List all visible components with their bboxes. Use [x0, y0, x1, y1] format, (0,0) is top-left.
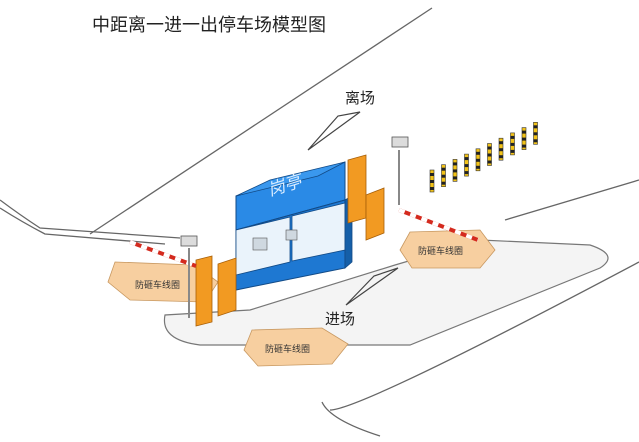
exit-barrier-cabinet — [365, 187, 385, 241]
booth-monitor-icon — [252, 237, 268, 251]
warning-post-stripe — [487, 146, 492, 150]
loop-bottom — [243, 327, 349, 367]
warning-post-stripe — [522, 137, 526, 141]
warning-post-stripe — [499, 155, 503, 159]
warning-post-stripe — [499, 148, 503, 152]
entry-ticket-machine — [217, 257, 237, 317]
warning-post-stripe — [476, 165, 480, 169]
warning-post-stripe — [487, 160, 492, 164]
exit-gate — [347, 136, 479, 242]
warning-post-stripe — [453, 162, 457, 166]
exit-arrow-icon — [307, 111, 361, 151]
warning-post-stripe — [533, 139, 538, 143]
warning-post-stripe — [464, 164, 469, 168]
exit-direction: 离场 — [307, 89, 375, 151]
warning-post-stripe — [510, 149, 515, 153]
warning-post-stripe — [430, 173, 434, 176]
warning-post-stripe — [510, 135, 515, 139]
exit-ticket-machine — [347, 154, 367, 224]
road-upper-boundary — [89, 7, 433, 235]
entry-barrier-cabinet — [195, 255, 213, 327]
warning-post-stripe — [453, 176, 457, 180]
exit-camera-icon — [391, 136, 409, 148]
exit-label: 离场 — [345, 89, 375, 107]
warning-post-stripe — [533, 125, 538, 129]
exit-warning-posts — [429, 122, 538, 193]
warning-post-stripe — [453, 169, 457, 173]
warning-post-stripe — [441, 181, 446, 185]
loop-left-label: 防砸车线圈 — [135, 279, 180, 291]
booth-roof-top — [235, 161, 346, 197]
warning-post-stripe — [464, 171, 469, 175]
road-edge-left-inner — [0, 207, 166, 245]
road-right-edge — [504, 179, 639, 221]
road-lower-curve — [321, 401, 381, 437]
warning-post-stripe — [499, 141, 503, 145]
entry-gate — [129, 235, 237, 327]
warning-post-stripe — [464, 157, 469, 161]
warning-post-stripe — [510, 142, 515, 146]
entry-arrow-icon — [345, 267, 399, 306]
loop-right-label: 防砸车线圈 — [418, 245, 463, 257]
entry-label: 进场 — [325, 310, 355, 328]
road-lower-boundary — [329, 261, 639, 411]
guard-booth: 岗亭 — [235, 161, 353, 291]
exit-barrier-stripes — [398, 208, 479, 242]
warning-post-stripe — [533, 132, 538, 136]
warning-post-stripe — [476, 158, 480, 162]
diagram-title: 中距离一进一出停车场模型图 — [92, 15, 326, 36]
warning-post-stripe — [476, 151, 480, 155]
warning-post-stripe — [430, 180, 434, 183]
warning-post-stripe — [441, 174, 446, 178]
entry-direction: 进场 — [325, 267, 399, 328]
warning-post-stripe — [487, 153, 492, 157]
loop-bottom-label: 防砸车线圈 — [265, 343, 310, 355]
warning-post-stripe — [522, 130, 526, 134]
warning-post-stripe — [522, 144, 526, 148]
road-edge-left — [0, 199, 181, 239]
booth-screen-icon — [285, 229, 298, 241]
entry-barrier-arm — [129, 240, 197, 268]
warning-post-stripe — [430, 187, 434, 190]
road-outlines — [0, 7, 639, 437]
warning-post-stripe — [441, 167, 446, 171]
traffic-island — [163, 239, 609, 346]
entry-camera-icon — [180, 235, 198, 247]
